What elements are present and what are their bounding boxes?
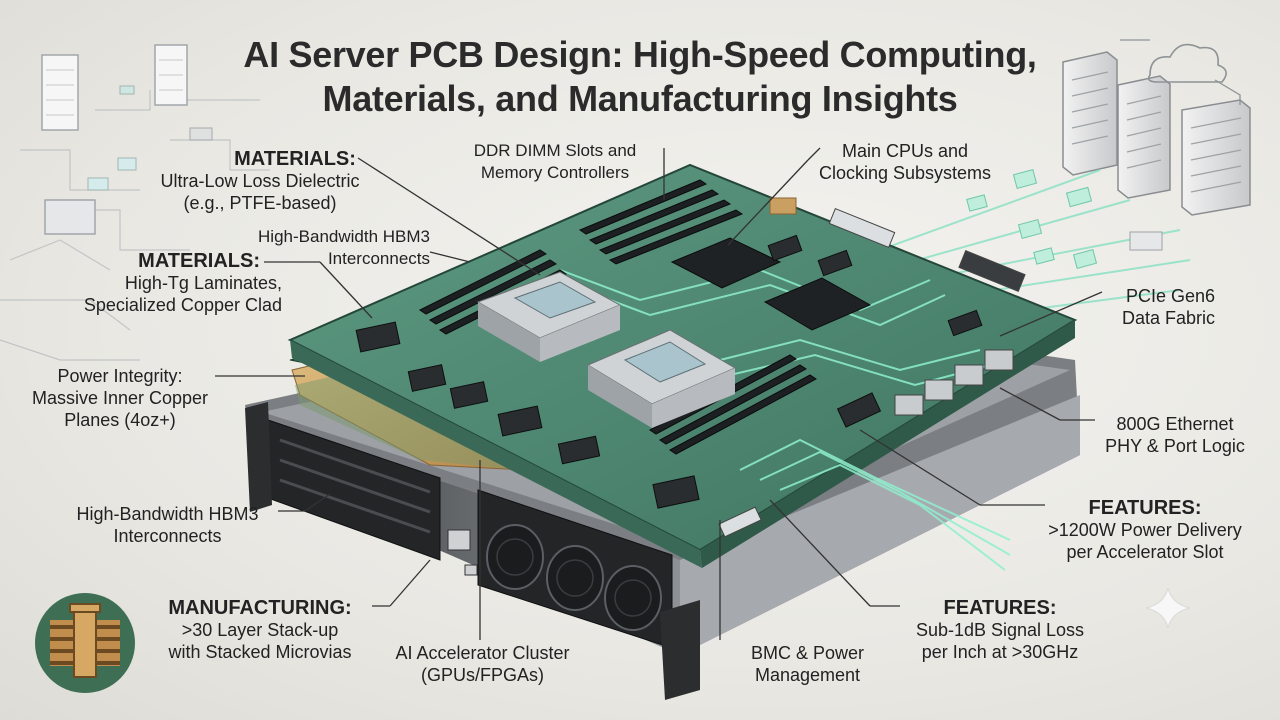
callout-heading: MANUFACTURING: [168,597,352,619]
callout-line: High-Bandwidth HBM3 [258,227,430,246]
callout-line: High-Tg Laminates, [124,273,282,293]
callout-heading: MATERIALS: [234,148,356,170]
callout-hbm-left: High-Bandwidth HBM3 Interconnects [60,503,275,547]
network-sketch-left [0,90,270,361]
callout-line: PHY & Port Logic [1105,436,1245,456]
callout-pcie: PCIe Gen6 Data Fabric [1090,285,1215,329]
callout-line: per Accelerator Slot [1066,542,1224,562]
callout-heading: FEATURES: [943,597,1057,619]
fan-icon [486,524,662,631]
callout-power-integrity: Power Integrity: Massive Inner Copper Pl… [20,365,220,431]
callout-line: (e.g., PTFE-based) [183,193,337,213]
callout-line: >1200W Power Delivery [1048,520,1242,540]
callout-heading: MATERIALS: [138,250,260,272]
callout-line: Massive Inner Copper [31,388,209,408]
callout-ddr: DDR DIMM Slots and Memory Controllers [455,140,655,184]
callout-accelerator: AI Accelerator Cluster (GPUs/FPGAs) [385,642,580,686]
callout-line: Ultra-Low Loss Dielectric [160,171,360,191]
callout-ethernet: 800G Ethernet PHY & Port Logic [1090,413,1260,457]
cloud-icon [1147,43,1227,83]
cpu-chips [670,237,872,331]
callout-line: per Inch at >30GHz [921,642,1079,662]
callout-line: Interconnects [327,249,430,268]
callout-line: Interconnects [113,526,222,546]
callout-cpus: Main CPUs and Clocking Subsystems [800,140,1010,184]
callout-line: Power Integrity: [57,366,183,386]
callout-line: AI Accelerator Cluster [395,643,570,663]
server-rack-icon [1062,51,1251,216]
callout-materials-dielectric: MATERIALS: Ultra-Low Loss Dielectric (e.… [140,148,380,214]
callout-line: 800G Ethernet [1116,414,1234,434]
callout-line: Specialized Copper Clad [83,295,282,315]
callout-line: Planes (4oz+) [64,410,176,430]
callout-hbm-top: High-Bandwidth HBM3 Interconnects [250,226,430,270]
callout-line: (GPUs/FPGAs) [420,665,544,685]
callout-line: Data Fabric [1121,308,1215,328]
callout-heading: FEATURES: [1088,497,1202,519]
callout-line: PCIe Gen6 [1125,286,1215,306]
callout-features-signal: FEATURES: Sub-1dB Signal Loss per Inch a… [895,597,1105,663]
callout-line: DDR DIMM Slots and [473,141,637,160]
callout-line: >30 Layer Stack-up [181,620,339,640]
callout-line: Main CPUs and [841,141,969,161]
callout-line: Clocking Subsystems [818,163,992,183]
page-title-line-2: Materials, and Manufacturing Insights [322,78,958,119]
callout-manufacturing: MANUFACTURING: >30 Layer Stack-up with S… [145,597,375,663]
callout-line: Memory Controllers [480,163,630,182]
microvia-icon [35,593,135,693]
callout-line: Management [754,665,861,685]
board-components [355,234,983,509]
page-title-line-1: AI Server PCB Design: High-Speed Computi… [243,34,1037,75]
callout-line: High-Bandwidth HBM3 [76,504,259,524]
leader-lines [215,147,1103,640]
accelerator-heatsinks [476,271,737,428]
callout-features-power: FEATURES: >1200W Power Delivery per Acce… [1040,497,1250,563]
sparkle-icon [1145,587,1191,629]
callout-line: with Stacked Microvias [168,642,352,662]
callout-materials-laminates: MATERIALS: High-Tg Laminates, Specialize… [40,250,282,316]
callout-line: BMC & Power [750,643,865,663]
callout-bmc: BMC & Power Management [745,642,870,686]
callout-line: Sub-1dB Signal Loss [915,620,1085,640]
